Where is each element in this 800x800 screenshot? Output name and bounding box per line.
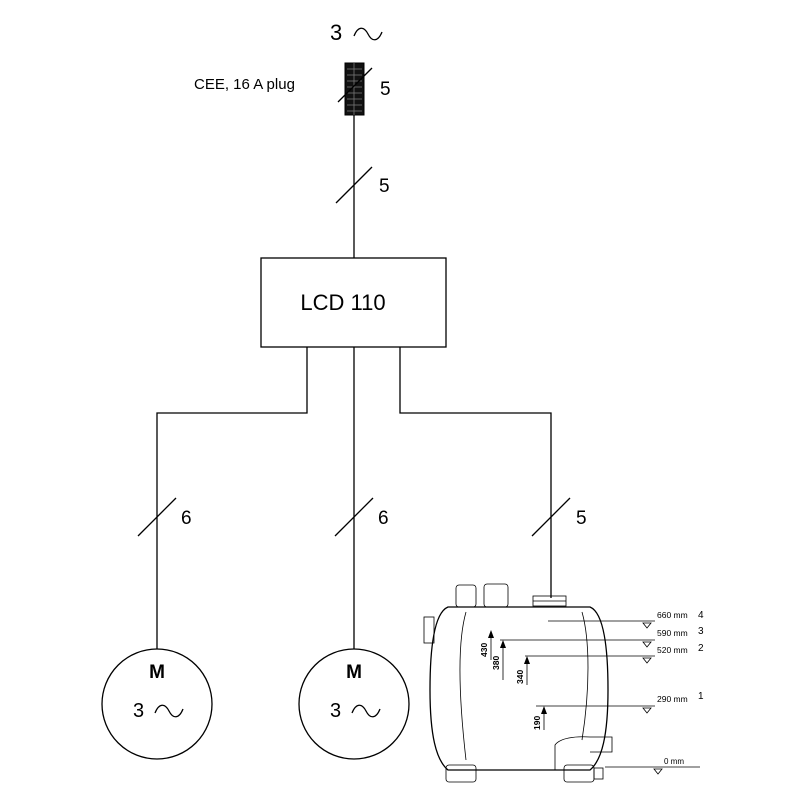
supply-symbol: 3	[330, 20, 383, 45]
dim-arrowhead-430	[488, 630, 494, 638]
cee-plug: CEE, 16 A plug 5	[194, 62, 391, 116]
dim-label-380: 380	[491, 656, 501, 670]
motor-left-circle	[101, 648, 213, 760]
tank-fitting-left	[455, 584, 477, 608]
branch-slash-right	[531, 497, 571, 537]
tank-body	[429, 606, 609, 771]
motor-left-letter: M	[149, 662, 165, 683]
level-marker-590	[642, 641, 652, 648]
motor-middle-tilde-icon	[351, 704, 381, 718]
plug-label: CEE, 16 A plug	[194, 76, 295, 93]
branch-right-conductor-count: 5	[576, 508, 587, 529]
level-marker-520	[642, 657, 652, 664]
branch-slash-left	[137, 497, 177, 537]
tank-unit: 660 mm 590 mm 520 mm 290 mm 0 mm 4 3 2 1…	[423, 583, 704, 783]
tank-foot-plug	[593, 767, 604, 780]
branch-slash-middle	[334, 497, 374, 537]
level-number-4: 4	[698, 610, 704, 621]
dim-label-340: 340	[515, 670, 525, 684]
level-value-520: 520 mm	[657, 645, 688, 655]
dim-arrowhead-190	[541, 706, 547, 714]
branch-line-right	[399, 347, 552, 598]
tank-inner-left	[459, 611, 467, 761]
dim-arrowhead-380	[500, 640, 506, 648]
level-number-2: 2	[698, 643, 704, 654]
motor-middle-phase-count: 3	[330, 700, 341, 722]
motor-left-tilde-icon	[154, 704, 184, 718]
level-value-290: 290 mm	[657, 694, 688, 704]
tank-inner-right	[581, 611, 589, 741]
level-value-590: 590 mm	[657, 628, 688, 638]
dim-label-190: 190	[532, 716, 542, 730]
plug-conductor-count: 5	[380, 79, 391, 100]
level-value-0: 0 mm	[664, 757, 684, 766]
level-number-1: 1	[698, 691, 704, 702]
supply-tilde-icon	[353, 27, 383, 41]
motor-middle: M 3	[298, 648, 410, 760]
level-marker-660	[642, 622, 652, 629]
feed-line-slash	[335, 166, 373, 204]
motor-middle-letter: M	[346, 662, 362, 683]
level-marker-290	[642, 707, 652, 714]
dim-arrowhead-340	[524, 656, 530, 664]
level-marker-0	[653, 768, 663, 775]
tank-side-nub	[423, 616, 435, 644]
motor-left-phase-count: 3	[133, 700, 144, 722]
feed-line-conductor-count: 5	[379, 176, 390, 197]
supply-phase-count: 3	[330, 20, 342, 45]
plug-conductor-slash	[337, 67, 373, 103]
tank-outlet	[554, 736, 613, 770]
motor-left: M 3	[101, 648, 213, 760]
tank-fitting-middle	[483, 583, 509, 608]
dim-label-430: 430	[479, 643, 489, 657]
tank-foot-left	[445, 764, 477, 783]
motor-middle-circle	[298, 648, 410, 760]
branch-middle-conductor-count: 6	[378, 508, 389, 529]
level-number-3: 3	[698, 626, 704, 637]
plug-body	[344, 62, 365, 116]
level-value-660: 660 mm	[657, 610, 688, 620]
tank-foot-right	[563, 764, 595, 783]
branch-left-conductor-count: 6	[181, 508, 192, 529]
branch-line-left	[156, 347, 308, 649]
controller-label: LCD 110	[300, 290, 385, 315]
